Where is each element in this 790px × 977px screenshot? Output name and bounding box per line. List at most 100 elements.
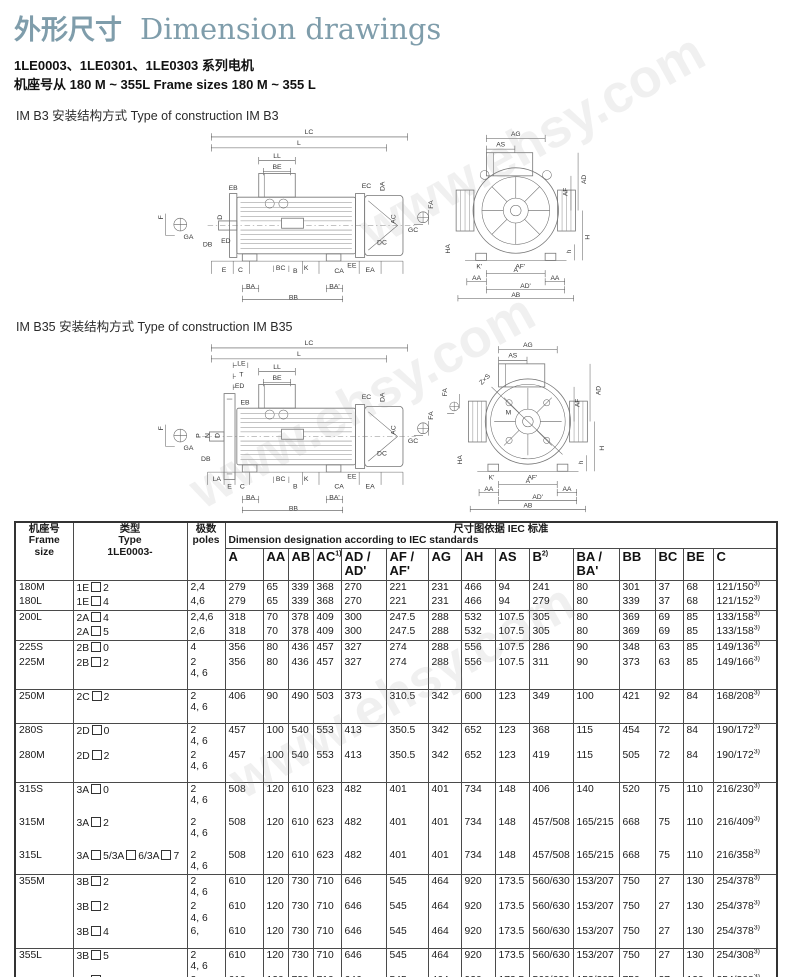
dim-cell: 300 (340, 609, 387, 626)
poles-cell: 2 4, 6 (186, 722, 226, 749)
frame-size-cell: 225M (14, 655, 74, 690)
dim-cell: 90 (572, 655, 620, 690)
dim-label: GC (408, 438, 418, 445)
dim-cell: 730 (287, 900, 314, 926)
dim-label: AF' (515, 263, 525, 270)
dim-cell: 457/508 (528, 848, 574, 875)
dim-cell: 610 (224, 925, 264, 949)
dim-cell: 120 (262, 900, 289, 926)
dim-cell: 545 (385, 973, 429, 977)
dim-cell: 72 (654, 722, 684, 749)
dim-cell: 173.5 (494, 873, 530, 900)
dim-label: AS (496, 141, 505, 148)
dim-cell: 153/207 (572, 925, 620, 949)
dim-col-header: AB (287, 547, 314, 581)
dim-label: LC (305, 340, 314, 347)
dim-label: B (293, 483, 298, 490)
dim-cell: 406 (224, 688, 264, 724)
dim-cell: 80 (572, 595, 620, 611)
dim-cell: 90 (262, 688, 289, 724)
section-imb35: IM B35 安装结构方式 Type of construction IM B3… (16, 319, 293, 334)
dim-label: LL (273, 364, 281, 371)
dim-label: K' (476, 263, 482, 270)
dim-cell: 349 (528, 688, 574, 724)
dim-label: F (158, 215, 165, 219)
dim-cell: 120 (262, 947, 289, 974)
dim-label: K (304, 476, 309, 483)
dim-cell: 133/1583) (712, 609, 778, 626)
dim-label: AD' (532, 493, 543, 500)
dim-cell: 165/215 (572, 848, 620, 875)
dim-cell: 165/215 (572, 815, 620, 849)
dim-cell: 27 (654, 925, 684, 949)
dim-cell: 153/207 (572, 900, 620, 926)
dim-cell: 368 (312, 595, 342, 611)
poles-header-zh: 极数 (195, 523, 217, 535)
dim-cell: 70 (262, 609, 289, 626)
dim-cell: 80 (572, 609, 620, 626)
poles-header-en: poles (192, 535, 220, 547)
dim-cell: 610 (224, 873, 264, 900)
dim-cell: 532 (460, 625, 496, 641)
frame-size-cell: 180L (14, 595, 74, 611)
dim-cell: 646 (340, 973, 387, 977)
dim-cell: 216/2303) (712, 781, 778, 816)
dim-cell: 545 (385, 947, 429, 974)
dim-cell: 646 (340, 900, 387, 926)
dim-cell: 288 (427, 625, 462, 641)
dim-cell: 27 (654, 900, 684, 926)
dim-label: DB (203, 241, 213, 248)
poles-header: 极数 poles (186, 521, 226, 581)
dim-label: AF' (527, 474, 537, 481)
dim-cell: 120 (262, 781, 289, 816)
dim-cell: 457 (312, 639, 342, 656)
dim-label: DB (201, 456, 211, 463)
dim-col-header: C (712, 547, 778, 581)
dim-cell: 623 (312, 848, 342, 875)
dim-cell: 100 (572, 688, 620, 724)
dim-cell: 457/508 (528, 815, 574, 849)
dim-label: AC (391, 214, 398, 224)
checkbox-placeholder (91, 724, 102, 735)
dim-label: AD' (520, 283, 531, 290)
dim-cell: 130 (682, 947, 714, 974)
table-row: 3B62 4, 6610120730710646545464920173.556… (15, 973, 778, 977)
dim-cell: 339 (618, 595, 656, 611)
dim-cell: 545 (385, 873, 429, 900)
dim-label: EC (362, 394, 372, 401)
dim-cell: 310.5 (385, 688, 429, 724)
poles-cell: 2 4, 6 (186, 947, 226, 974)
poles-cell: 2,6 (186, 625, 226, 641)
checkbox-placeholder (91, 974, 102, 977)
dim-cell: 190/1723) (712, 722, 778, 749)
checkbox-placeholder (91, 949, 102, 960)
dim-cell: 553 (312, 722, 342, 749)
dim-cell: 508 (224, 815, 264, 849)
poles-cell: 2 4, 6 (186, 748, 226, 783)
dim-label: H (599, 445, 606, 450)
dim-cell: 401 (385, 781, 429, 816)
dim-cell: 115 (572, 722, 620, 749)
dim-cell: 85 (682, 639, 714, 656)
dim-cell: 610 (287, 848, 314, 875)
dim-cell: 464 (427, 900, 462, 926)
dim-cell: 110 (682, 781, 714, 816)
dim-cell: 401 (385, 815, 429, 849)
dim-label: GA (184, 445, 194, 452)
dim-cell: 920 (460, 947, 496, 974)
dim-col-header: BA / BA' (572, 547, 620, 581)
checkbox-placeholder (126, 849, 137, 860)
dim-cell: 556 (460, 655, 496, 690)
dim-cell: 270 (340, 579, 387, 596)
dim-cell: 401 (427, 815, 462, 849)
dim-cell: 406 (528, 781, 574, 816)
dim-cell: 710 (312, 873, 342, 900)
dim-cell: 148 (494, 815, 530, 849)
dim-label: DC (377, 450, 387, 457)
dim-cell: 560/630 (528, 947, 574, 974)
dim-label: D (214, 433, 221, 438)
